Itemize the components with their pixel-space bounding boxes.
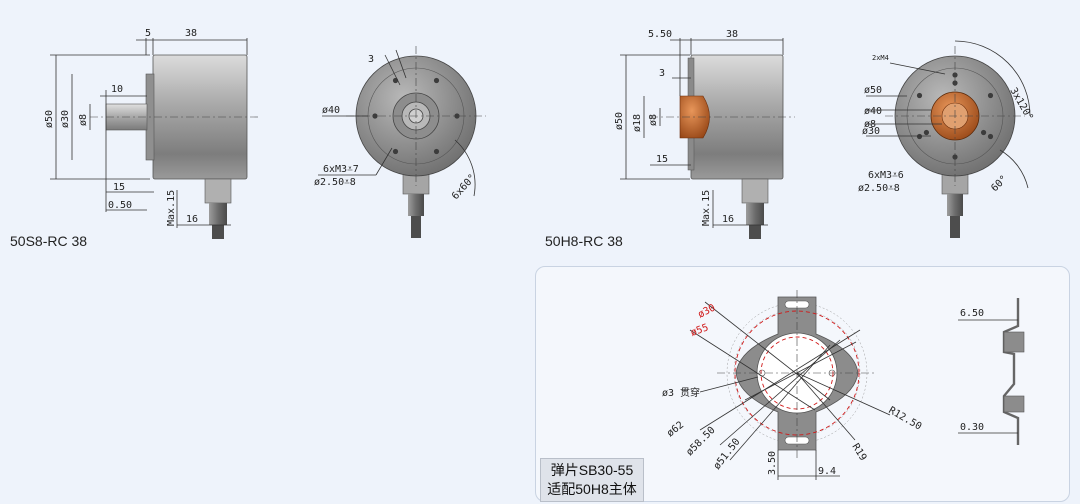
mounting-hole	[433, 148, 440, 155]
mounting-hole	[916, 133, 923, 140]
mounting-holes	[372, 77, 460, 155]
mounting-hole	[952, 154, 958, 160]
dim-label: R19	[849, 442, 868, 463]
dim-label: 60°	[989, 174, 1010, 195]
dim-label: ø50	[864, 85, 882, 96]
dim-label: 38	[185, 28, 197, 39]
cable	[408, 194, 424, 216]
dim-label: ø50	[614, 112, 625, 130]
dim-label: 6x60°	[450, 172, 478, 202]
mounting-hole	[454, 113, 460, 119]
dim-label: ø2.50⩡8	[314, 177, 356, 188]
spring-plate-view: ø30 ø55 ø3 贯穿 ø62 ø58.50 ø51.50 3.50 9.4…	[662, 290, 923, 480]
caption-line: 弹片SB30-55	[550, 462, 634, 478]
cable-end	[749, 225, 761, 239]
mounting-hole	[987, 92, 994, 99]
cable-end	[411, 216, 421, 238]
spring-caption: 弹片SB30-55 适配50H8主体	[540, 458, 644, 502]
cable	[947, 194, 963, 216]
dim-label: ø2.50⩡8	[858, 183, 900, 194]
dim-label: ø8	[78, 114, 89, 126]
h8-front-view: 2xM4 3x120° ø50 ø40 ø8 ø30 6xM3⩡6 ø2.50⩡…	[858, 40, 1035, 238]
dim-label: Max.15	[166, 190, 177, 226]
dim-label: 15	[113, 182, 125, 193]
dim-label: 6xM3⩡7	[323, 164, 359, 175]
cable-end	[212, 225, 224, 239]
dim-label: 6xM3⩡6	[868, 170, 904, 181]
dim-label: ø40	[322, 105, 340, 116]
model-title: 50S8-RC 38	[10, 233, 87, 249]
mounting-hole	[980, 129, 987, 136]
dim-label: 10	[111, 84, 123, 95]
mounting-hole	[433, 77, 440, 84]
dim-label: ø8	[648, 114, 659, 126]
dim-label: ø62	[665, 420, 686, 440]
caption-line: 适配50H8主体	[547, 481, 637, 497]
s8-side-view: 5 38 10 ø50 ø30 ø8 15 0.50 Max.15 16 50S…	[10, 28, 258, 249]
dim-label: 2xM4	[872, 54, 889, 62]
dim-label: ø30	[862, 126, 880, 137]
mounting-hole	[987, 133, 994, 140]
dim-label: ø51.50	[712, 437, 743, 472]
dim-label: R12.50	[887, 405, 924, 433]
dim-label: 38	[726, 29, 738, 40]
spring-profile-line	[1002, 298, 1020, 445]
h8-side-view: 5.50 38 3 ø50 ø18 ø8 15 Max.15 16 50H8-R…	[545, 29, 795, 249]
dim-label: 5	[145, 28, 151, 39]
dim-label: ø30	[60, 110, 71, 128]
dim-label: ø8	[864, 119, 876, 130]
dim-label: 16	[186, 214, 198, 225]
mounting-hole	[392, 148, 399, 155]
dim-label: ø18	[632, 114, 643, 132]
dim-label: ø30	[696, 302, 717, 320]
dim-label: 5.50	[648, 29, 672, 40]
cable	[746, 203, 764, 225]
encoder-body	[152, 54, 248, 180]
dim-label: ø3 贯穿	[662, 386, 700, 399]
mounting-hole	[916, 92, 923, 99]
dim-label: ø50	[44, 110, 55, 128]
dim-label: 0.50	[108, 200, 132, 211]
dim-label: 9.4	[818, 466, 836, 477]
cable-end	[950, 216, 960, 238]
cable-gland	[741, 178, 769, 204]
spring-side-profile: 6.50 0.30	[958, 298, 1025, 445]
s8-front-view: 3 ø40 6xM3⩡7 ø2.50⩡8 6x60°	[314, 46, 486, 238]
dim-label: 3	[368, 54, 374, 65]
dim-label: ø55	[689, 322, 710, 339]
dim-label: ø40	[864, 106, 882, 117]
dim-label: 3.50	[767, 451, 778, 475]
dim-label: 15	[656, 154, 668, 165]
mounting-hole	[923, 129, 930, 136]
dim-label: 6.50	[960, 308, 984, 319]
dim-label: 3	[659, 68, 665, 79]
model-title: 50H8-RC 38	[545, 233, 623, 249]
dim-label: Max.15	[701, 190, 712, 226]
cable	[209, 203, 227, 225]
cable-gland	[204, 178, 232, 204]
dim-label: 16	[722, 214, 734, 225]
dim-label: 0.30	[960, 422, 984, 433]
